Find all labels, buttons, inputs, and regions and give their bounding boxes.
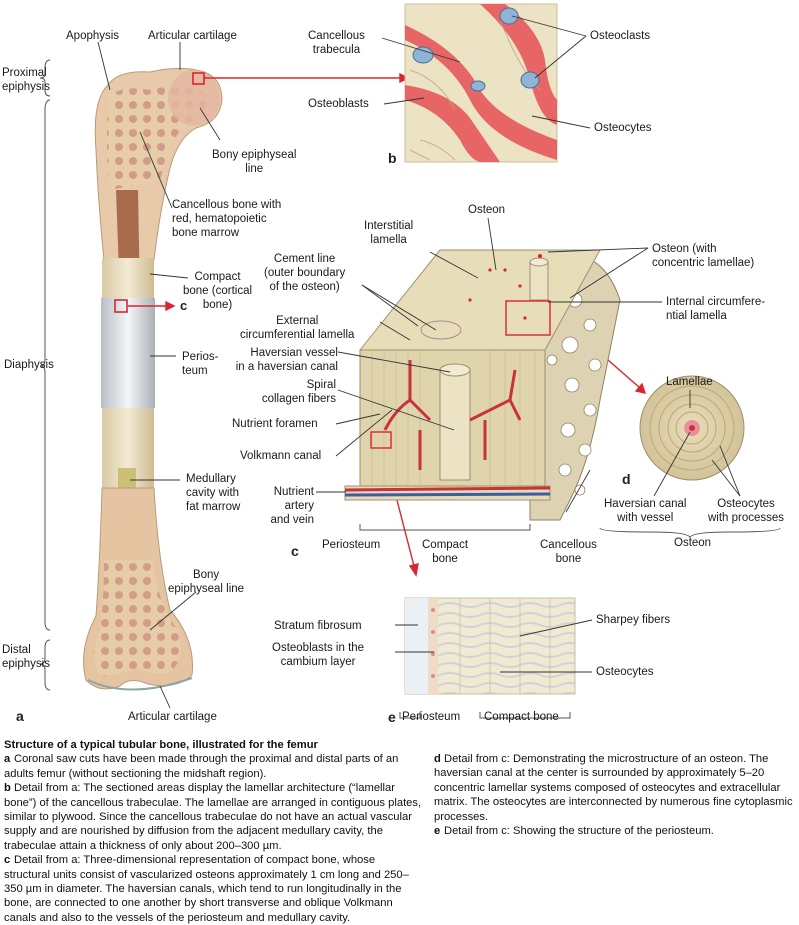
panel-d-osteon	[639, 375, 745, 481]
leader-lines-c	[316, 217, 662, 513]
leader-lines-e	[395, 619, 593, 673]
brace-c	[359, 524, 781, 719]
panel-e-periosteum	[404, 597, 576, 695]
label-articular-cartilage-bottom: Articular cartilage	[128, 711, 217, 723]
brace-lines	[39, 59, 51, 691]
label-sharpey-fibers: Sharpey fibers	[596, 614, 671, 626]
panel-letter-c: c	[291, 543, 299, 559]
figure-illustration	[39, 3, 781, 719]
panel-letter-a: a	[16, 708, 24, 724]
label-volkmann-canal: Volkmann canal	[240, 450, 322, 462]
label-periosteum-c: Periosteum	[322, 539, 381, 551]
leader-lines-b	[381, 15, 591, 129]
label-osteocytes-b: Osteocytes	[594, 122, 652, 134]
label-compact-bone-e: Compact bone	[484, 711, 559, 723]
panel-letter-d: d	[622, 471, 631, 487]
label-periosteum-a: Perios-teum	[182, 351, 219, 377]
label-periosteum-e: Periosteum	[402, 711, 461, 723]
label-articular-cartilage-top: Articular cartilage	[148, 30, 237, 42]
caption-title: Structure of a typical tubular bone, ill…	[4, 739, 318, 751]
label-apophysis: Apophysis	[66, 30, 120, 42]
panel-letter-c-small: c	[180, 298, 188, 313]
label-osteocytes-e: Osteocytes	[596, 666, 654, 678]
label-osteon-d: Osteon	[674, 537, 712, 549]
label-stratum-fibrosum: Stratum fibrosum	[274, 620, 362, 632]
label-internal-circumferential: Internal circumfere-ntial lamella	[666, 296, 766, 322]
label-osteon: Osteon	[468, 204, 506, 216]
label-nutrient-foramen: Nutrient foramen	[232, 418, 318, 430]
panel-letter-e: e	[388, 709, 396, 725]
label-lamellae: Lamellae	[666, 376, 713, 388]
leader-lines-a	[97, 41, 221, 709]
label-diaphysis: Diaphysis	[4, 359, 54, 371]
panel-b-illustration	[404, 3, 558, 163]
femur-illustration	[83, 67, 223, 691]
label-osteoclasts: Osteoclasts	[590, 30, 651, 42]
panel-c-illustration	[344, 249, 621, 521]
caption-left-column: Structure of a typical tubular bone, ill…	[4, 738, 424, 925]
leader-lines-d	[653, 390, 741, 497]
label-osteoblasts-b: Osteoblasts	[308, 98, 369, 110]
panel-letter-b: b	[388, 150, 397, 166]
